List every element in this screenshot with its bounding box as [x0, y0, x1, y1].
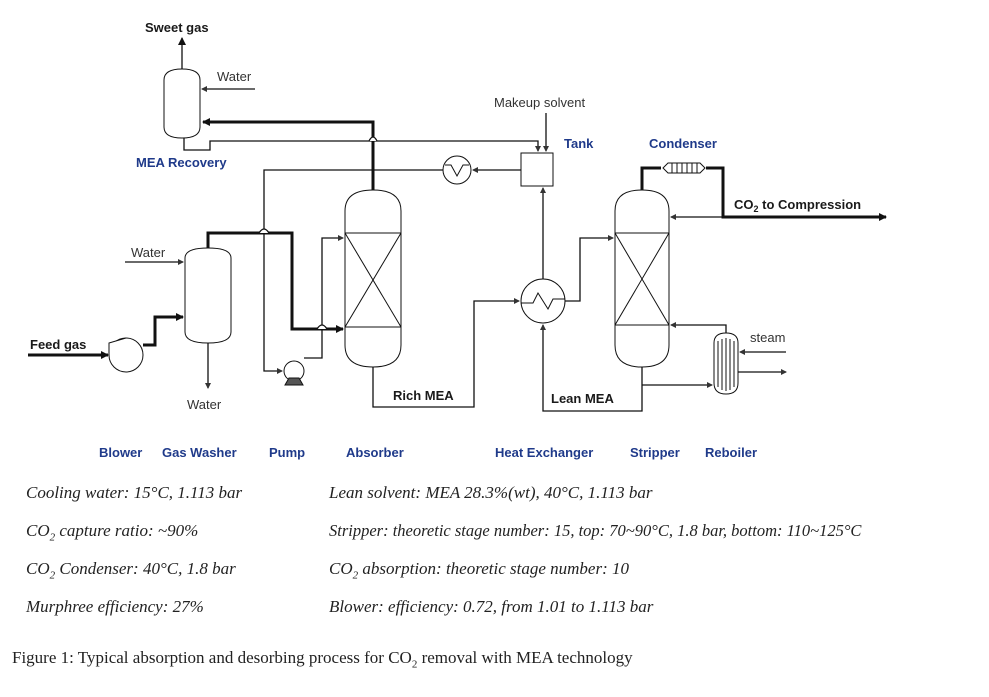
label-feed-gas: Feed gas: [30, 337, 86, 352]
equipment-label-heat-exchanger: Heat Exchanger: [495, 445, 593, 460]
param-absorption: CO2 absorption: theoretic stage number: …: [329, 559, 629, 582]
equipment-label-blower: Blower: [99, 445, 142, 460]
param-cooling-water: Cooling water: 15°C, 1.113 bar: [26, 483, 243, 502]
param-lean-solvent: Lean solvent: MEA 28.3%(wt), 40°C, 1.113…: [329, 483, 653, 502]
label-sweet-gas: Sweet gas: [145, 20, 209, 35]
equipment-label-absorber: Absorber: [346, 445, 404, 460]
param-murphree: Murphree efficiency: 27%: [26, 597, 204, 616]
absorber-column: [344, 189, 402, 368]
line-crossings: [258, 136, 378, 330]
param-condenser: CO2 Condenser: 40°C, 1.8 bar: [26, 559, 236, 582]
equipment-label-gas-washer: Gas Washer: [162, 445, 237, 460]
param-blower: Blower: efficiency: 0.72, from 1.01 to 1…: [329, 597, 654, 616]
gas-washer-vessel: [184, 247, 232, 344]
process-flow-diagram: Sweet gas Water MEA Recovery Makeup solv…: [28, 20, 887, 460]
label-water-washer-in: Water: [131, 245, 166, 260]
label-co2-to-compression: CO2 to Compression: [734, 197, 861, 214]
tank: [520, 152, 554, 187]
reboiler-icon: [713, 332, 739, 395]
condenser-icon: [662, 162, 706, 174]
label-condenser: Condenser: [649, 136, 717, 151]
label-mea-recovery: MEA Recovery: [136, 155, 227, 170]
equipment-label-stripper: Stripper: [630, 445, 680, 460]
label-tank: Tank: [564, 136, 594, 151]
label-lean-mea: Lean MEA: [551, 391, 614, 406]
equipment-label-pump: Pump: [269, 445, 305, 460]
label-rich-mea: Rich MEA: [393, 388, 454, 403]
label-water-top: Water: [217, 69, 252, 84]
stripper-column: [614, 189, 670, 368]
blower-icon: [108, 337, 144, 373]
equipment-label-reboiler: Reboiler: [705, 445, 757, 460]
param-capture-ratio: CO2 capture ratio: ~90%: [26, 521, 199, 544]
figure-caption: Figure 1: Typical absorption and desorbi…: [12, 648, 633, 671]
pump-icon: [283, 360, 305, 386]
heat-exchanger-icon: [520, 278, 566, 324]
gas-flow-lines: [28, 118, 887, 359]
label-water-washer-out: Water: [187, 397, 222, 412]
label-steam: steam: [750, 330, 785, 345]
mea-recovery-vessel: [163, 68, 201, 139]
label-makeup-solvent: Makeup solvent: [494, 95, 585, 110]
cooler-icon: [442, 155, 472, 185]
liquid-flow-lines: [125, 37, 787, 412]
param-stripper: Stripper: theoretic stage number: 15, to…: [329, 521, 862, 540]
